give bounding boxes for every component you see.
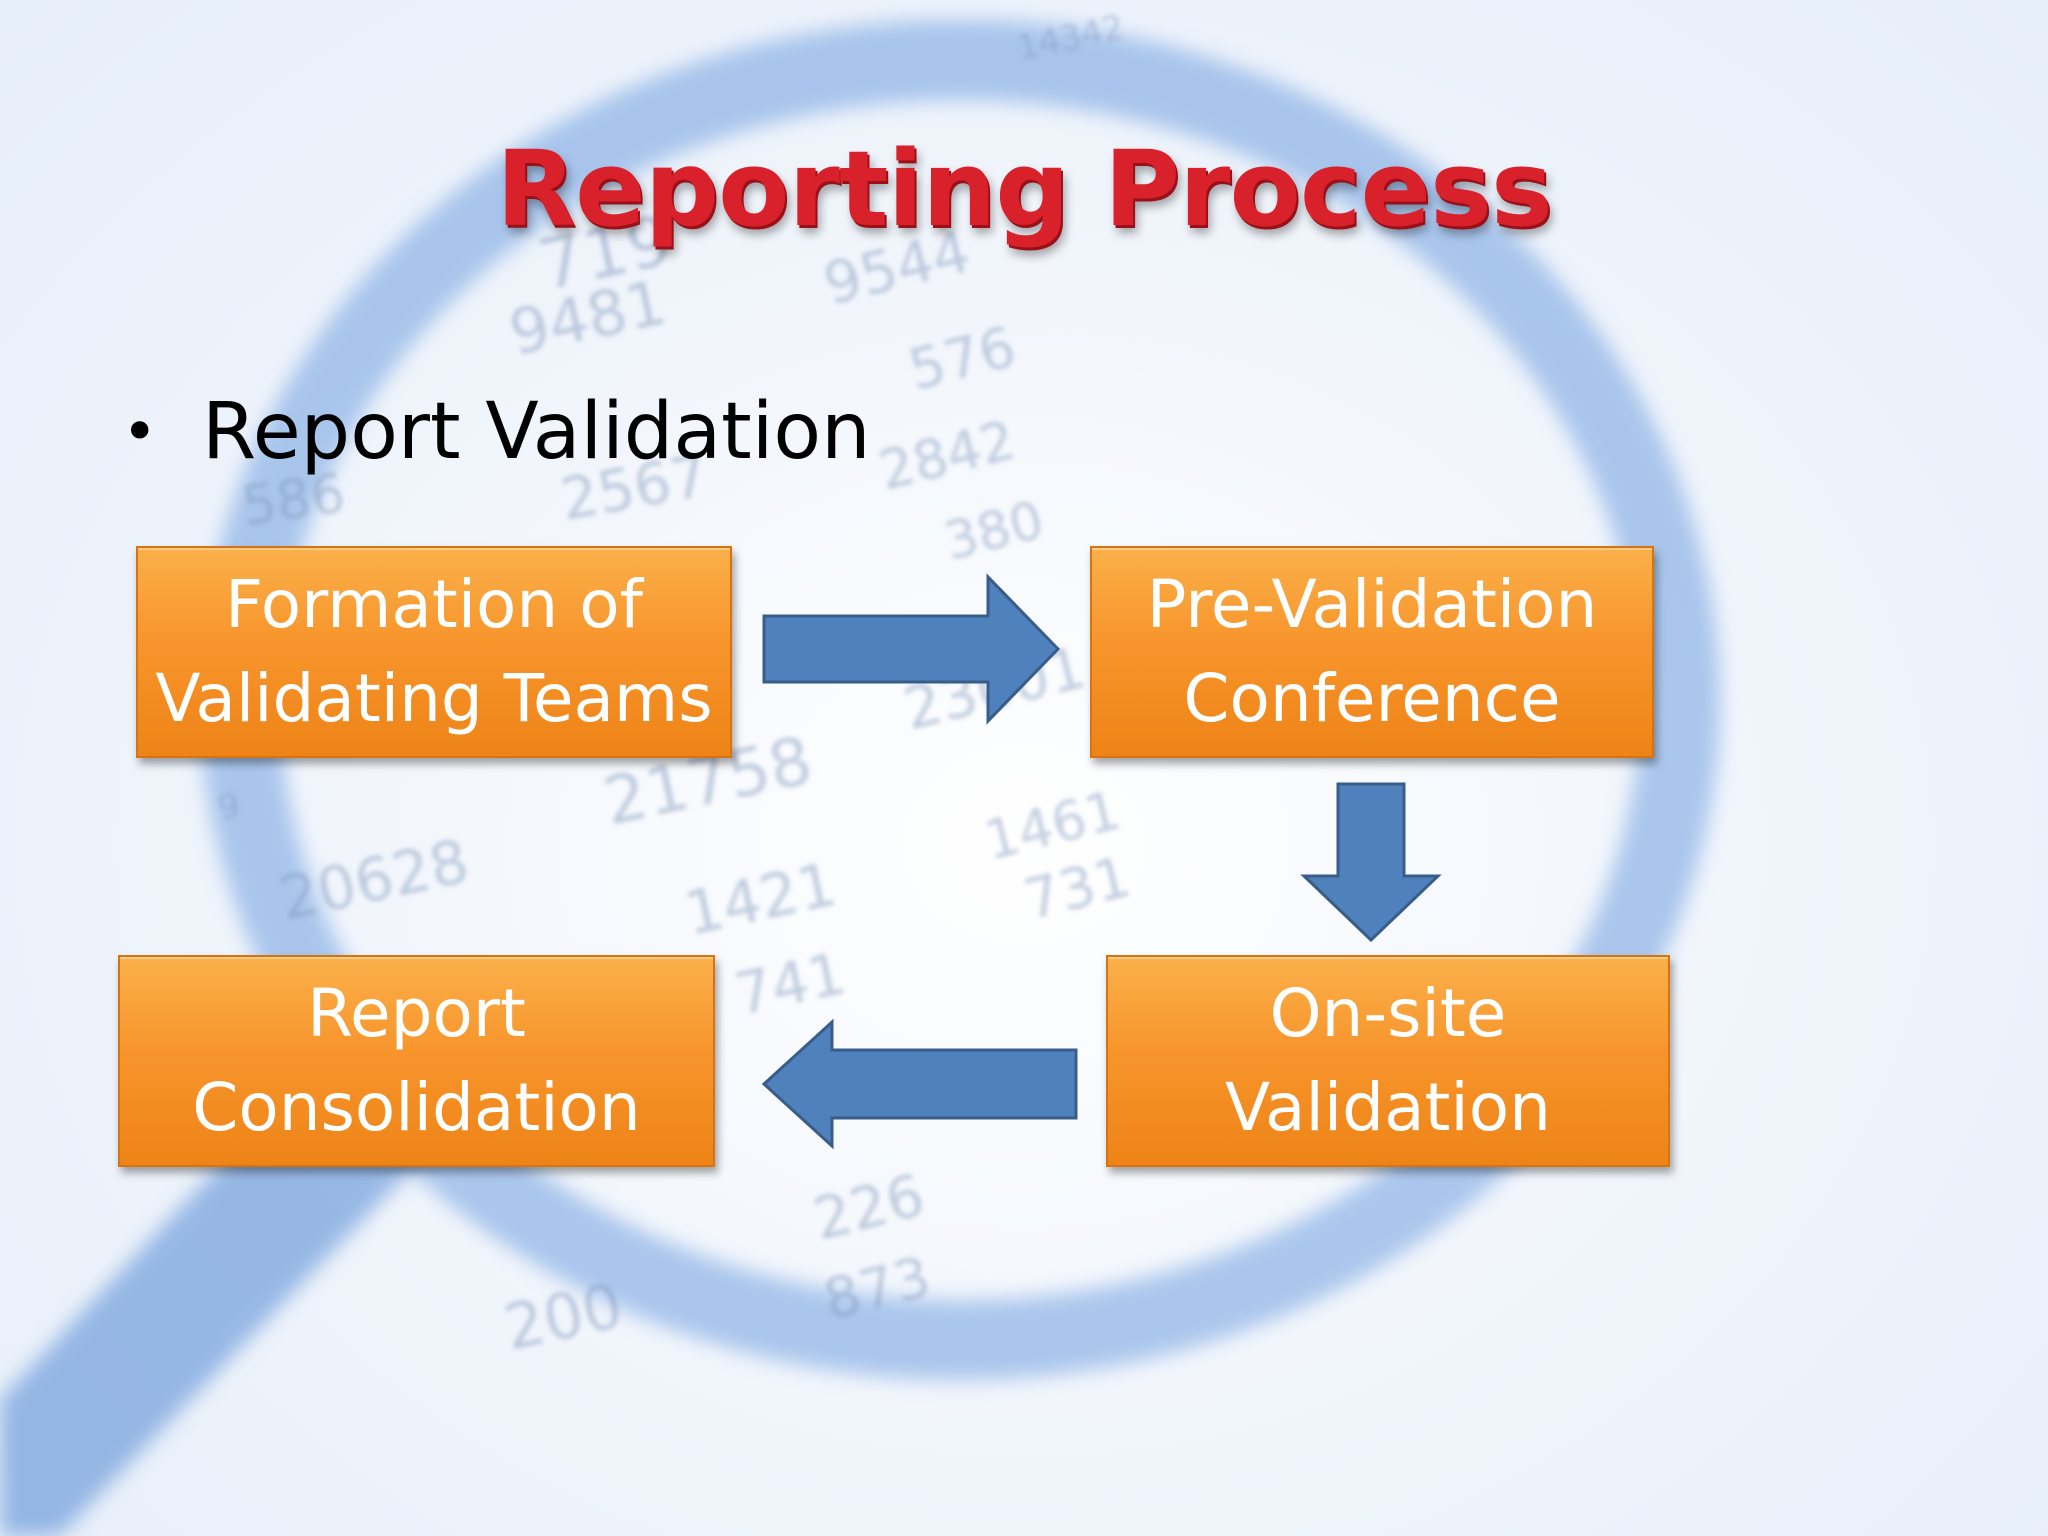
step-box-consolidation: Report Consolidation [118,955,715,1167]
background-number: 576 [903,315,1022,404]
background-number: 2842 [873,408,1022,502]
step-label-line: Pre-Validation [1146,566,1598,643]
background-number: 380 [939,490,1050,572]
magnifier-handle [0,1080,430,1536]
arrow-left-icon [761,1018,1078,1150]
background-number: 1421 [679,849,843,949]
step-label-line: Consolidation [192,1069,641,1146]
step-label-line: Conference [1183,660,1561,737]
step-box-onsite: On-site Validation [1106,955,1670,1167]
step-label-line: On-site [1269,975,1507,1052]
bullet-text: Report Validation [202,387,871,477]
slide-title: Reporting Process [496,128,1553,250]
arrow-down-icon [1300,782,1442,943]
bullet-item: • Report Validation [122,382,871,482]
background-number: 586 [238,461,349,538]
step-label-line: Validation [1225,1069,1551,1146]
background-number: 741 [729,939,851,1029]
bullet-dot: • [122,397,158,467]
background-number: 20628 [274,827,475,935]
background-number: 200 [498,1269,629,1365]
step-label-line: Formation of [225,566,643,643]
arrow-right-icon [762,573,1061,725]
background-number: 226 [807,1161,931,1254]
step-label-line: Validating Teams [155,660,713,737]
step-label-line: Report [307,975,526,1052]
step-box-formation: Formation of Validating Teams [136,546,732,758]
step-box-prevalidation: Pre-Validation Conference [1090,546,1654,758]
